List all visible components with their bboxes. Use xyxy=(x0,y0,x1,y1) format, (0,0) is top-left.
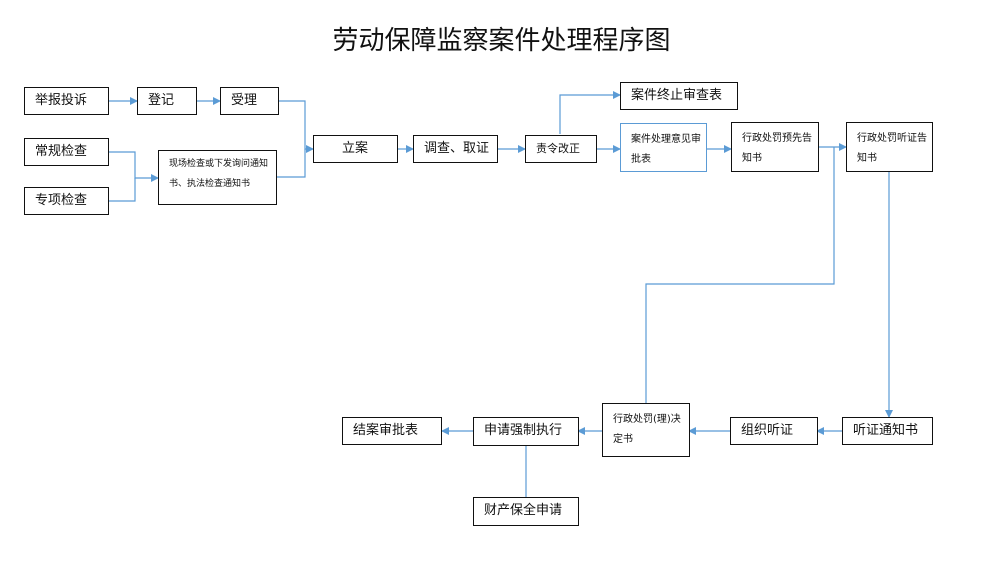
node-yuxian: 行政处罚预先告知书 xyxy=(731,122,819,172)
node-zeling-label: 责令改正 xyxy=(536,141,580,155)
node-changgui-label: 常规检查 xyxy=(35,143,88,159)
arrow-changgui-xianchang xyxy=(108,151,159,182)
node-xianchang: 现场检查或下发询问通知书、执法检查通知书 xyxy=(158,150,277,205)
node-zuzhi: 组织听证 xyxy=(730,417,818,445)
node-jiean: 结案审批表 xyxy=(342,417,442,445)
node-lian: 立案 xyxy=(313,135,398,163)
diagram-title: 劳动保障监察案件处理程序图 xyxy=(332,26,671,56)
node-zuzhi-label: 组织听证 xyxy=(741,422,794,438)
node-lian-label: 立案 xyxy=(342,140,369,156)
node-caichan-label: 财产保全申请 xyxy=(484,503,563,519)
node-zeling: 责令改正 xyxy=(525,135,597,163)
node-xianchang-label: 现场检查或下发询问通知书、执法检查通知书 xyxy=(169,159,269,189)
node-yijian-label: 案件处理意见审批表 xyxy=(631,134,701,165)
node-tingzheng-gaozhi-label: 行政处罚听证告知书 xyxy=(857,133,927,164)
arrow-zeling-zhongzhi xyxy=(559,91,621,134)
node-diaocha-label: 调查、取证 xyxy=(424,140,490,156)
arrow-yuxian-jueding xyxy=(645,147,835,403)
node-shouli: 受理 xyxy=(220,87,279,115)
node-shouli-label: 受理 xyxy=(231,92,258,108)
node-yuxian-label: 行政处罚预先告知书 xyxy=(742,133,812,164)
node-changgui: 常规检查 xyxy=(24,138,109,166)
node-qiangzhi: 申请强制执行 xyxy=(473,417,579,446)
node-diaocha: 调查、取证 xyxy=(413,135,498,163)
node-dengji-label: 登记 xyxy=(148,92,175,108)
node-zhongzhi: 案件终止审查表 xyxy=(620,82,738,110)
node-tingzheng-tongzhi: 听证通知书 xyxy=(842,417,933,445)
node-dengji: 登记 xyxy=(137,87,197,115)
arrow-shouli-lian xyxy=(278,100,314,153)
node-jueding: 行政处罚(理)决定书 xyxy=(602,403,690,457)
node-caichan: 财产保全申请 xyxy=(473,497,579,526)
node-jubao-label: 举报投诉 xyxy=(35,92,88,108)
node-jueding-label: 行政处罚(理)决定书 xyxy=(613,414,681,445)
node-zhuanxiang-label: 专项检查 xyxy=(35,192,88,208)
node-yijian: 案件处理意见审批表 xyxy=(620,123,707,172)
node-qiangzhi-label: 申请强制执行 xyxy=(484,423,563,439)
node-zhuanxiang: 专项检查 xyxy=(24,187,109,215)
node-jubao: 举报投诉 xyxy=(24,87,109,115)
arrow-zhuanxiang-xianchang xyxy=(108,178,136,202)
node-tingzheng-gaozhi: 行政处罚听证告知书 xyxy=(846,122,933,172)
node-jiean-label: 结案审批表 xyxy=(353,422,419,438)
node-zhongzhi-label: 案件终止审查表 xyxy=(631,87,723,103)
node-tingzheng-tongzhi-label: 听证通知书 xyxy=(853,422,919,438)
arrow-xianchang-lian xyxy=(276,149,306,178)
